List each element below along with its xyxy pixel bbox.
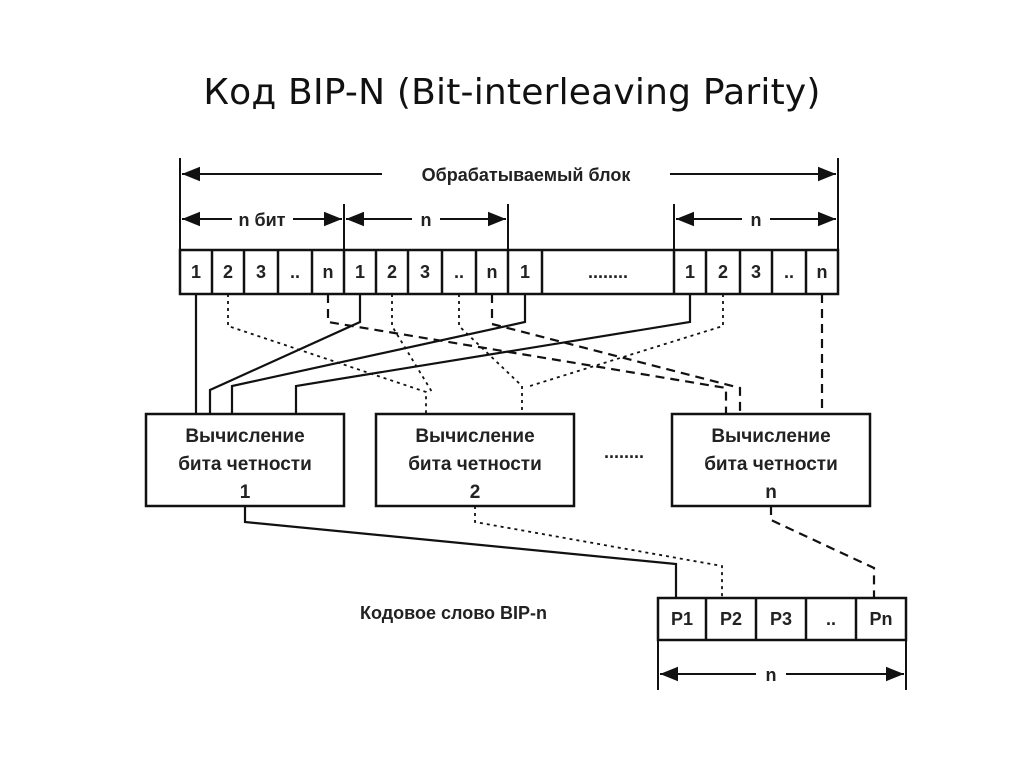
block-cell: 2 xyxy=(223,262,233,282)
block-cell: 1 xyxy=(520,262,530,282)
codeword-dimension-label: n xyxy=(766,665,777,685)
codeword-cell: Pn xyxy=(869,609,892,629)
block-cell: 3 xyxy=(420,262,430,282)
parity-box-n-line3: n xyxy=(765,482,777,503)
block-cell: 1 xyxy=(685,262,695,282)
parity-box-2-line2: бита четности xyxy=(408,454,542,475)
parity-box-1: Вычисление бита четности 1 xyxy=(144,412,346,508)
parity-box-n-line1: Вычисление xyxy=(711,426,830,447)
block-cell: 3 xyxy=(751,262,761,282)
block-cell-ellipsis: ........ xyxy=(588,262,628,282)
processed-block-label: Обрабатываемый блок xyxy=(422,165,632,185)
codeword-cell: P3 xyxy=(770,609,792,629)
codeword: P1 P2 P3 .. Pn xyxy=(656,596,908,642)
block-cell: 2 xyxy=(387,262,397,282)
codeword-cell: P1 xyxy=(671,609,693,629)
group-label-2: n xyxy=(421,210,432,230)
bit2-connections xyxy=(227,294,724,414)
codeword-cell: P2 xyxy=(720,609,742,629)
boxes-ellipsis: ........ xyxy=(604,442,644,462)
group-label-1: n бит xyxy=(239,210,286,230)
block-cell: n xyxy=(323,262,334,282)
block-cell: n xyxy=(817,262,828,282)
codeword-label: Кодовое слово BIP-n xyxy=(360,603,547,623)
processed-block-dimension: Обрабатываемый блок xyxy=(179,158,839,250)
parity-box-2-line1: Вычисление xyxy=(415,426,534,447)
group-dimensions: n бит n n xyxy=(182,204,836,250)
parity-box-n-line2: бита четности xyxy=(704,454,838,475)
bit1-connections xyxy=(194,294,692,414)
block-cell: .. xyxy=(784,262,794,282)
parity-box-1-line2: бита четности xyxy=(178,454,312,475)
block-cell: 1 xyxy=(191,262,201,282)
block-cell: .. xyxy=(454,262,464,282)
parity-box-1-line1: Вычисление xyxy=(185,426,304,447)
block-cell: n xyxy=(487,262,498,282)
processed-block: 1 2 3 .. n 1 2 3 .. n 1 ........ 1 2 3 .… xyxy=(178,248,840,296)
slide-title: Код BIP-N (Bit-interleaving Parity) xyxy=(203,72,821,113)
group-label-3: n xyxy=(751,210,762,230)
parity-box-n: Вычисление бита четности n xyxy=(670,412,872,508)
bitn-connections xyxy=(326,294,824,414)
parity-box-2-line3: 2 xyxy=(470,482,481,503)
parity-box-2: Вычисление бита четности 2 xyxy=(374,412,576,508)
block-cell: .. xyxy=(290,262,300,282)
output-connections xyxy=(243,506,876,598)
codeword-cell: .. xyxy=(826,609,836,629)
parity-box-1-line3: 1 xyxy=(240,482,251,503)
codeword-dimension: n xyxy=(657,640,907,690)
block-cell: 2 xyxy=(718,262,728,282)
block-cell: 1 xyxy=(355,262,365,282)
block-cell: 3 xyxy=(256,262,266,282)
